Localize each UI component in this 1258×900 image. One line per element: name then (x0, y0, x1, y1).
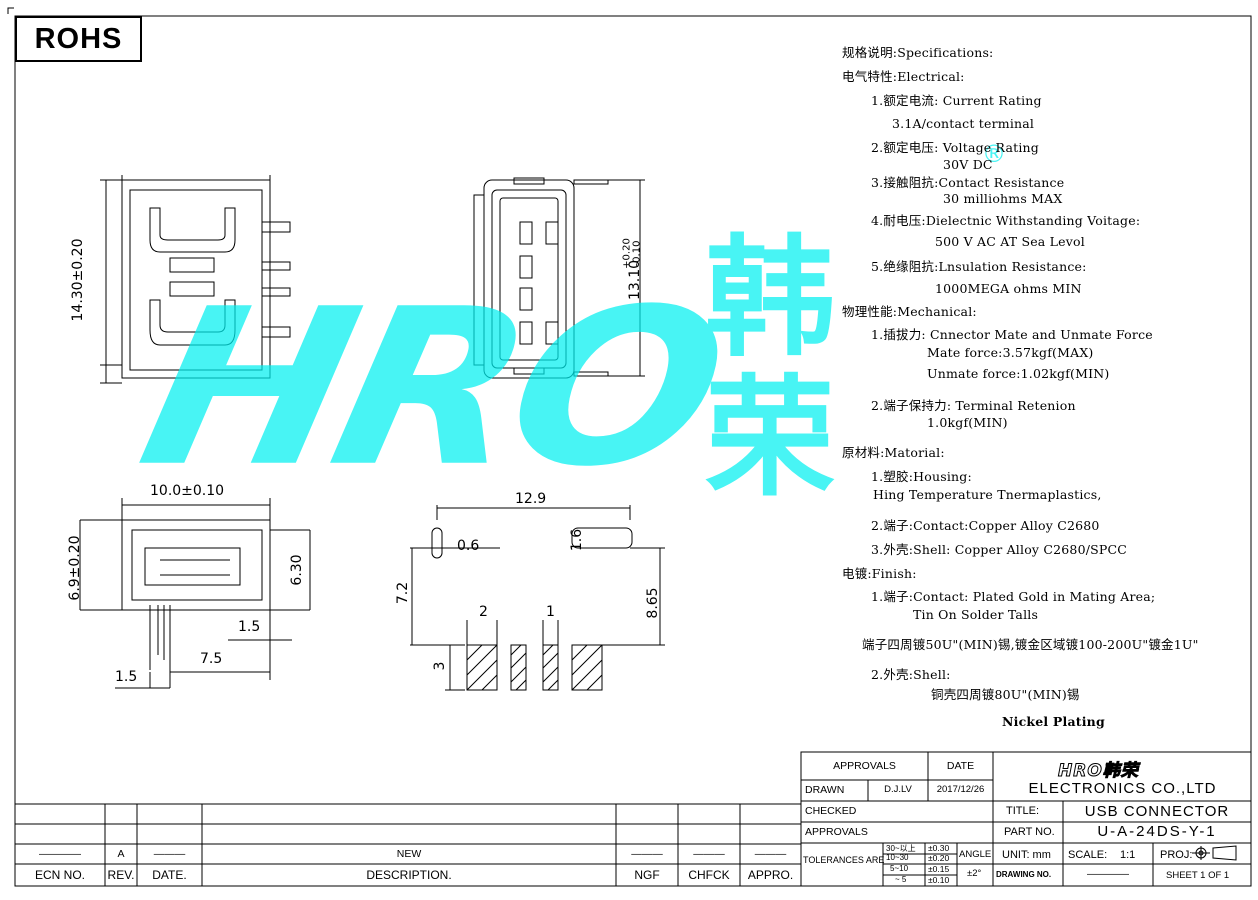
spec-line: Tin On Solder Talls (913, 607, 1039, 622)
spec-line: 3.接触阻抗:Contact Resistance (871, 175, 1065, 190)
tb-tol-value: ±0.30 (928, 843, 950, 853)
rev-desc: NEW (396, 848, 422, 860)
dim-pcb-1: 1 (546, 604, 555, 620)
spec-line: 1.插拔力: Cnnector Mate and Unmate Force (871, 327, 1153, 342)
spec-line: 2.额定电压: Voltage Rating (871, 140, 1039, 155)
spec-line: 5.绝缘阻抗:Lnsulation Resistance: (871, 259, 1087, 274)
dim-pcb-2: 2 (479, 604, 488, 620)
spec-line: 铜壳四周镀80U"(MIN)锡 (931, 687, 1080, 702)
tb-tol-range: 30~以上 (886, 844, 916, 853)
tb-approvals2-label: APPROVALS (805, 826, 868, 838)
spec-line: Unmate force:1.02kgf(MIN) (927, 366, 1110, 381)
tb-partno-label: PART NO. (1004, 826, 1055, 838)
spec-line: 原材料:Matorial: (842, 445, 945, 460)
spec-line: Nickel Plating (1002, 714, 1105, 729)
rev-appro: ——— (754, 848, 787, 860)
spec-line: 4.耐电压:Dielectnic Withstanding Voitage: (871, 213, 1141, 228)
spec-line: 3.1A/contact terminal (892, 116, 1035, 131)
spec-line: 500 V AC AT Sea Levol (935, 234, 1085, 249)
rev-header-date: DATE. (152, 868, 187, 882)
tb-tol-range: 5~10 (890, 864, 909, 873)
spec-line: 30 milliohms MAX (943, 191, 1063, 206)
tb-tol-value: ±0.15 (928, 864, 950, 874)
dim-side-15b: 1.5 (115, 669, 138, 685)
rev-header-check: CHFCK (688, 868, 730, 882)
spec-line: 3.外壳:Shell: Copper Alloy C2680/SPCC (871, 542, 1128, 557)
tb-tol-range: ~ 5 (895, 875, 907, 884)
tb-checked-label: CHECKED (805, 805, 857, 817)
rev-header-ngf: NGF (634, 868, 660, 882)
rev-header-rev: REV. (107, 868, 135, 882)
spec-line: 30V DC (943, 157, 993, 172)
rev-ngf: ——— (631, 848, 663, 860)
tb-date-label: DATE (946, 760, 975, 772)
front-view (473, 177, 645, 379)
spec-line: 规格说明:Specifications: (842, 45, 994, 60)
spec-line: 1.额定电流: Current Rating (871, 93, 1042, 108)
top-view (100, 175, 291, 384)
spec-line: 2.端子保持力: Terminal Retenion (871, 398, 1076, 413)
tb-title-value: USB CONNECTOR (1084, 803, 1230, 820)
tb-company-name: ELECTRONICS CO.,LTD (1028, 780, 1217, 797)
tb-angle-value: ±2° (967, 868, 982, 879)
dim-side-75: 7.5 (200, 651, 223, 667)
tb-company-logo: HRO韩荣 (1058, 761, 1139, 782)
projection-symbol-icon (1192, 845, 1237, 861)
tb-unit: UNIT: mm (1002, 849, 1051, 861)
spec-line: 1.0kgf(MIN) (927, 415, 1008, 430)
tb-approvals: APPROVALS (833, 760, 896, 772)
tb-tolerances-label: TOLERANCES ARE (803, 855, 885, 865)
tb-partno-value: U-A-24DS-Y-1 (1097, 823, 1217, 840)
spec-line: 1.端子:Contact: Plated Gold in Mating Area… (871, 589, 1156, 604)
rohs-badge: ROHS (15, 16, 142, 62)
rev-rev: A (117, 848, 125, 860)
tb-title-label: TITLE: (1006, 805, 1040, 817)
rev-date: ——— (153, 848, 186, 860)
tb-sheet: SHEET 1 OF 1 (1166, 870, 1230, 881)
spec-line: 电气特性:Electrical: (842, 69, 965, 84)
spec-line: 2.外壳:Shell: (871, 667, 951, 682)
tb-scale-value: 1:1 (1120, 849, 1136, 861)
spec-line: 1.塑胶:Housing: (871, 469, 972, 484)
spec-line: 端子四周镀50U"(MIN)锡,镀金区域镀100-200U"镀金1U" (862, 637, 1199, 652)
dim-pcb-06: 0.6 (457, 538, 480, 554)
tb-scale-label: SCALE: (1068, 849, 1108, 861)
rev-ecn: ———— (39, 848, 81, 860)
pcb-pads (466, 644, 603, 691)
side-view (79, 498, 311, 689)
spec-line: Mate force:3.57kgf(MAX) (927, 345, 1094, 360)
tb-drawing-no-label: DRAWING NO. (996, 870, 1052, 879)
tb-drawing-no-value: ———— (1087, 868, 1129, 880)
tb-drawn-label: DRAWN (805, 784, 845, 796)
rev-header-description: DESCRIPTION. (366, 868, 452, 882)
tb-tol-value: ±0.20 (928, 853, 950, 863)
spec-line: 2.端子:Contact:Copper Alloy C2680 (871, 518, 1100, 533)
spec-line: 物理性能:Mechanical: (842, 304, 977, 319)
pcb-footprint (410, 505, 665, 691)
dim-pcb-span: 12.9 (515, 491, 547, 507)
rev-check: ——— (693, 848, 725, 860)
rev-header-ecn: ECN NO. (34, 868, 85, 882)
spec-line: Hing Temperature Tnermaplastics, (873, 487, 1102, 502)
tb-drawn-date: 2017/12/26 (936, 784, 985, 795)
dim-side-width: 10.0±0.10 (150, 483, 225, 499)
tb-tol-range: 10~30 (886, 853, 909, 862)
rev-header-appro: APPRO. (747, 868, 794, 882)
spec-line: 1000MEGA ohms MIN (935, 281, 1082, 296)
technical-drawing (79, 175, 665, 691)
tb-angle-label: ANGLE (959, 849, 992, 860)
dim-side-15a: 1.5 (238, 619, 261, 635)
tb-drawn-by: D.J.LV (884, 784, 912, 795)
spec-line: 电镀:Finish: (842, 566, 917, 581)
tb-proj-label: PROJ: (1160, 849, 1193, 861)
tb-tol-value: ±0.10 (928, 875, 950, 885)
